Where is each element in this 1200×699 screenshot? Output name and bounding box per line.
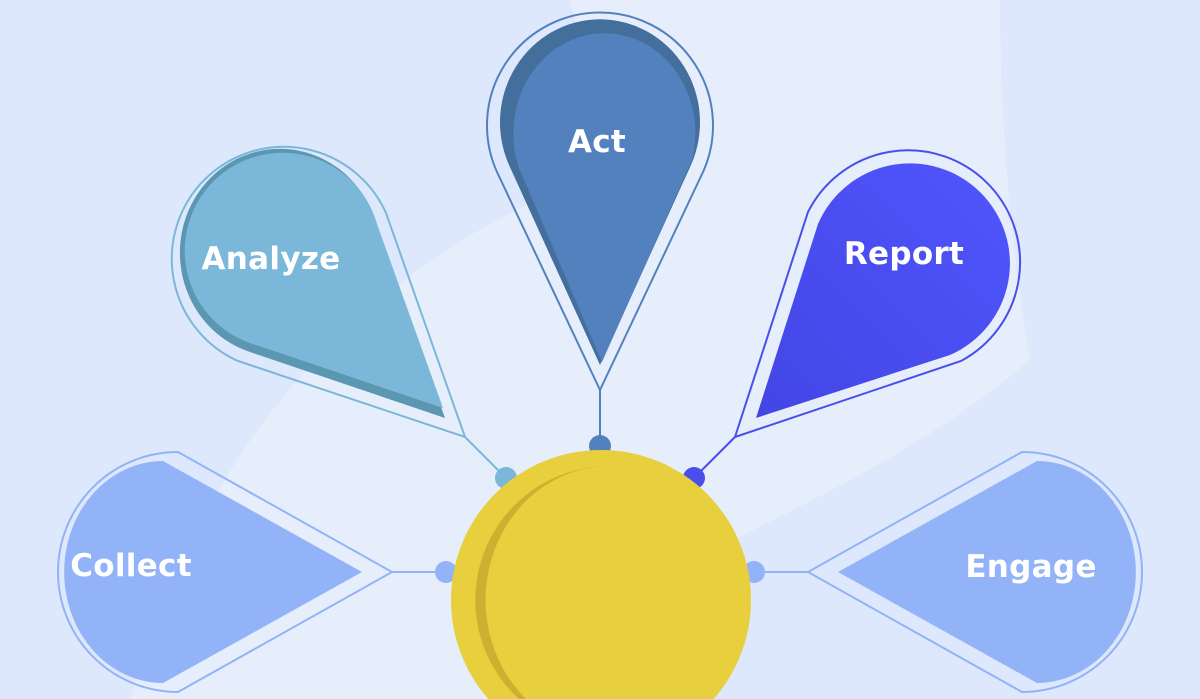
collect-label: Collect: [70, 548, 192, 584]
act-pin-outline: [486, 11, 714, 393]
report-pin-outline: [733, 149, 1022, 439]
analyze-pin-outline: [170, 145, 467, 439]
report-connector: [696, 436, 736, 476]
engage-label: Engage: [965, 549, 1097, 585]
collect-pin-outline: [57, 450, 395, 694]
report-label: Report: [843, 236, 965, 272]
node-analyze[interactable]: [170, 145, 517, 489]
node-act[interactable]: [486, 11, 714, 457]
center-hub[interactable]: [451, 450, 751, 699]
collect-pin-body: [64, 461, 363, 683]
center-hub-circle: [451, 450, 751, 699]
act-label: Act: [567, 124, 627, 160]
collect-connector-dot: [435, 561, 457, 583]
engage-pin-outline: [805, 450, 1143, 694]
analyze-pin-body: [184, 152, 443, 408]
node-collect[interactable]: [57, 450, 457, 694]
analyze-label: Analyze: [201, 241, 341, 277]
report-pin-body: [756, 163, 1010, 418]
analyze-connector: [464, 436, 504, 476]
act-pin-body: [513, 33, 696, 362]
engage-pin-body: [838, 461, 1136, 683]
